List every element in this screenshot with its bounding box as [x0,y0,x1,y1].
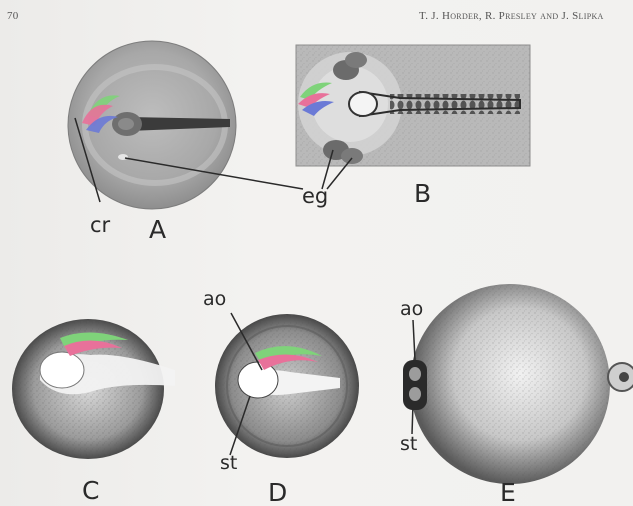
panel-b-embryo [296,45,530,166]
label-ao-e: ao [400,298,423,320]
label-cr: cr [90,213,111,237]
label-eg: eg [302,184,328,208]
label-ao-d: ao [203,288,226,310]
label-st-e: st [400,433,417,455]
panel-label-d: D [268,478,287,506]
panel-label-c: C [82,476,99,505]
label-st-d: st [220,452,237,474]
panel-label-e: E [500,478,516,506]
panel-a-embryo [68,41,236,209]
panel-label-a: A [149,215,166,244]
panel-e-embryo [403,284,633,484]
panel-c-embryo [12,319,175,459]
panel-label-b: B [414,179,431,208]
